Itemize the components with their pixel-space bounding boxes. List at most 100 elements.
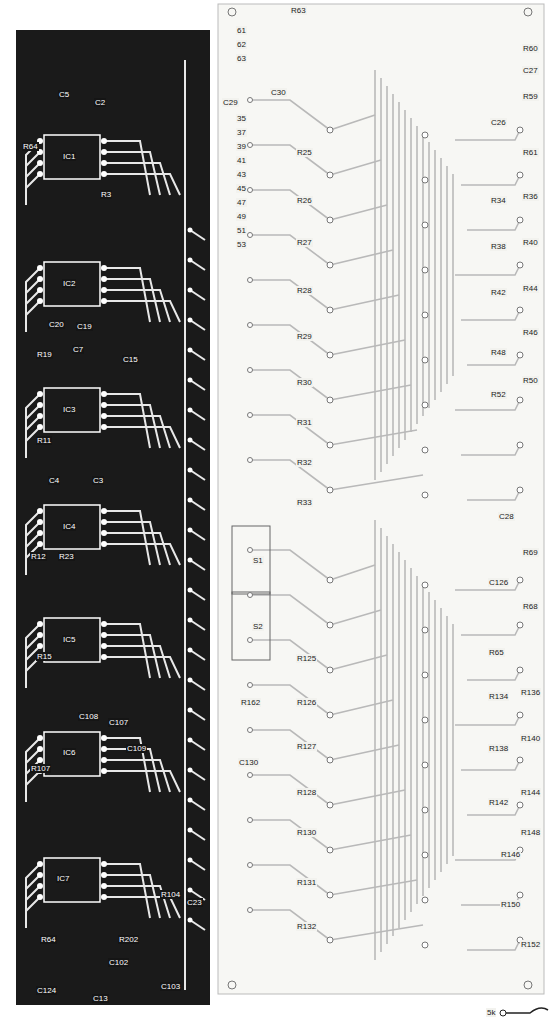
trace <box>190 770 205 780</box>
part-label: C108 <box>78 712 99 721</box>
part-label: R162 <box>240 698 261 707</box>
pad <box>101 171 107 177</box>
part-label: R107 <box>30 764 51 773</box>
pad <box>327 172 333 178</box>
trace <box>190 230 205 240</box>
part-label: R127 <box>296 742 317 751</box>
trace <box>452 174 454 376</box>
trace <box>26 897 40 928</box>
trace <box>461 760 520 770</box>
trace <box>190 740 205 750</box>
trace <box>26 875 40 928</box>
trace <box>330 700 393 715</box>
terminal <box>500 1010 506 1016</box>
part-label: R33 <box>296 498 313 507</box>
pads <box>37 8 532 989</box>
ic-outline <box>44 262 100 306</box>
pad <box>101 735 107 741</box>
part-label: C2 <box>94 98 106 107</box>
pad <box>188 708 193 713</box>
trace <box>452 624 454 856</box>
pad <box>188 408 193 413</box>
pad <box>327 757 333 763</box>
trace <box>104 301 180 322</box>
pad <box>517 667 523 673</box>
part-label: R65 <box>488 648 505 657</box>
part-label: 45 <box>236 184 247 193</box>
trace <box>455 400 520 410</box>
trace <box>467 670 520 680</box>
part-label: C7 <box>72 345 84 354</box>
trace <box>467 490 520 500</box>
part-label: R140 <box>520 734 541 743</box>
trace <box>461 625 520 635</box>
wire <box>506 1008 548 1013</box>
trace <box>250 820 330 850</box>
part-label: R130 <box>296 828 317 837</box>
switch-outline <box>232 592 270 660</box>
part-label: R11 <box>36 436 52 445</box>
trace <box>455 715 520 725</box>
pad <box>422 762 428 768</box>
trace <box>330 250 393 265</box>
part-label: R150 <box>500 900 521 909</box>
pad <box>327 937 333 943</box>
pad <box>327 577 333 583</box>
pad <box>37 171 43 177</box>
trace <box>190 260 205 270</box>
pad <box>422 267 428 273</box>
trace <box>330 880 417 895</box>
trace <box>26 405 40 458</box>
part-label: R28 <box>296 286 313 295</box>
part-label: C26 <box>490 118 507 127</box>
pad <box>101 654 107 660</box>
pad <box>248 773 253 778</box>
trace <box>190 590 205 600</box>
trace <box>190 920 205 930</box>
pad <box>101 287 107 293</box>
pad <box>37 287 43 293</box>
ic-label: IC7 <box>56 874 70 883</box>
trace <box>190 320 205 330</box>
part-label: R40 <box>522 238 539 247</box>
trace <box>26 522 40 575</box>
pad <box>517 352 523 358</box>
trace <box>104 864 150 918</box>
pad <box>248 413 253 418</box>
pad <box>248 143 253 148</box>
pad <box>101 160 107 166</box>
pad <box>188 258 193 263</box>
trace <box>250 100 330 130</box>
part-label: R138 <box>488 744 509 753</box>
trace <box>250 460 330 490</box>
part-label: S1 <box>252 556 264 565</box>
pad <box>188 468 193 473</box>
trace <box>461 310 520 320</box>
trace <box>330 475 423 490</box>
trace <box>26 749 40 802</box>
right-board <box>218 4 544 994</box>
part-label: R64 <box>40 935 57 944</box>
trace <box>428 592 430 888</box>
ic-outline <box>44 858 100 902</box>
trace <box>330 340 405 355</box>
trace <box>330 385 411 400</box>
part-label: C27 <box>522 66 539 75</box>
trace <box>250 730 330 760</box>
pad <box>37 530 43 536</box>
pad <box>188 588 193 593</box>
pad <box>101 149 107 155</box>
pad <box>101 861 107 867</box>
pad <box>37 413 43 419</box>
left-traces <box>26 60 205 990</box>
part-label: R3 <box>100 190 112 199</box>
trace <box>26 174 40 205</box>
pad <box>248 368 253 373</box>
pad <box>188 318 193 323</box>
part-label: R202 <box>118 935 139 944</box>
pad <box>101 402 107 408</box>
part-label: R142 <box>488 798 509 807</box>
trace <box>330 115 375 130</box>
trace <box>467 940 520 950</box>
